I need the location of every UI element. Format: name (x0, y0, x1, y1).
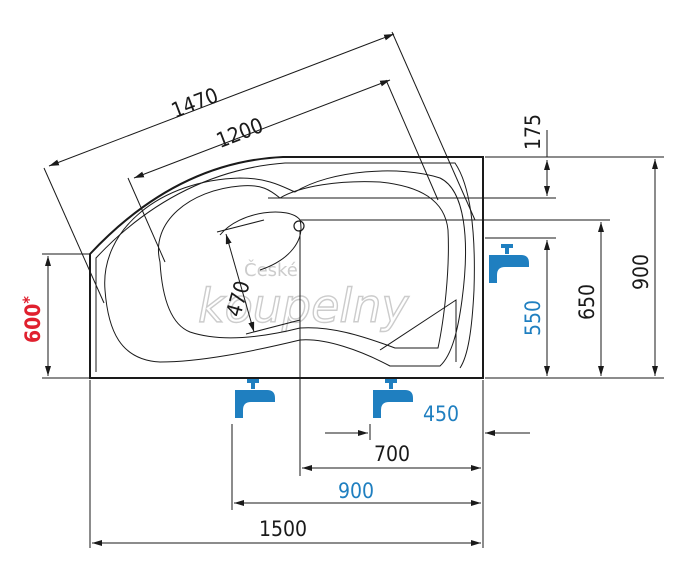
label-450: 450 (423, 402, 459, 426)
tub-inner-rim (95, 162, 475, 372)
label-650: 650 (575, 284, 599, 320)
label-1470: 1470 (168, 83, 221, 123)
label-600-value: 600 (21, 304, 45, 343)
label-700: 700 (374, 442, 410, 466)
label-550: 550 (521, 300, 545, 336)
tub-seat (158, 181, 449, 349)
label-900-vertical: 900 (629, 254, 653, 290)
tub-bowl (104, 170, 466, 367)
label-175: 175 (521, 114, 545, 150)
label-600: 600* (19, 296, 45, 343)
label-600-mark: * (19, 296, 38, 304)
label-600-group: 600* (19, 296, 45, 343)
tap-icon (373, 379, 413, 418)
label-1200: 1200 (213, 113, 266, 153)
watermark-line1: České (244, 259, 298, 281)
dimension-lines (42, 31, 664, 548)
dim-line-470 (225, 233, 255, 333)
drain-icon (293, 220, 305, 232)
tap-icon (489, 244, 529, 283)
dim-line-1200 (133, 79, 391, 179)
tub-corner-wall (379, 299, 457, 362)
label-1500: 1500 (259, 517, 307, 541)
tub-armrest (219, 211, 302, 271)
tap-icon (235, 379, 275, 418)
label-900-horizontal: 900 (338, 479, 374, 503)
